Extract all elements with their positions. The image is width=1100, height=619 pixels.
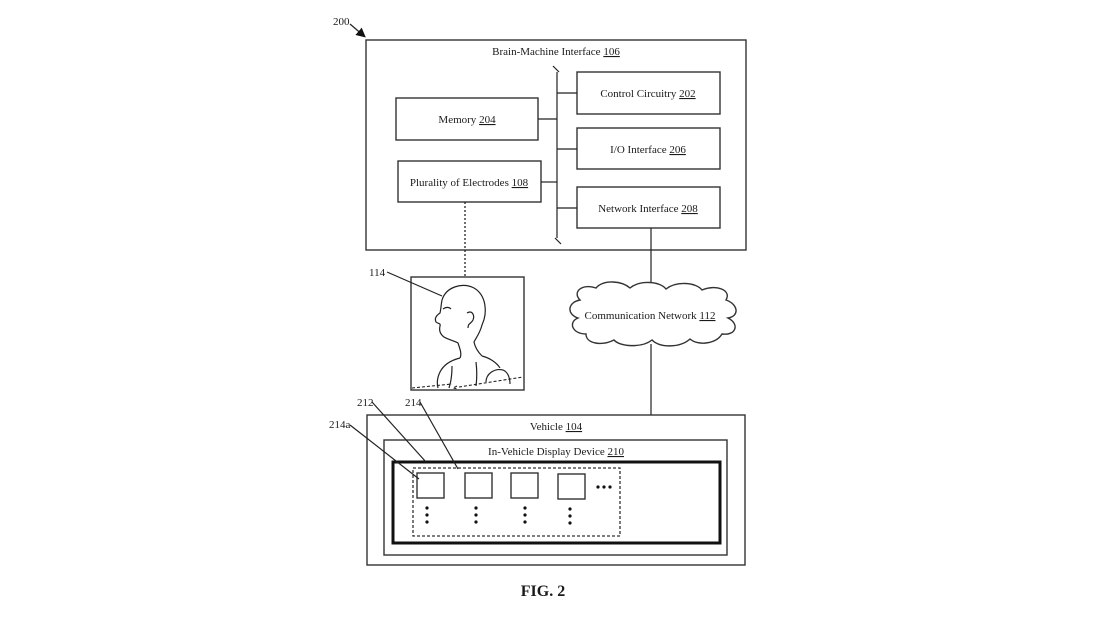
display-icon-2[interactable] <box>464 472 493 499</box>
bmi-title: Brain-Machine Interface 106 <box>492 46 620 58</box>
network-interface-label: Network Interface 208 <box>598 203 698 215</box>
control-circuitry-label: Control Circuitry 202 <box>600 88 695 100</box>
screen-ref-label: 212 <box>357 397 374 409</box>
screen-ref-leader <box>371 401 427 463</box>
horizontal-ellipsis-icon <box>596 485 612 489</box>
electrodes-box <box>397 160 542 203</box>
figure-ref-label: 200 <box>333 16 350 28</box>
icon-group-dashed <box>412 467 621 537</box>
group-ref-leader <box>419 401 459 470</box>
io-interface-label: I/O Interface 206 <box>610 144 686 156</box>
vertical-ellipsis-icons <box>425 506 572 525</box>
figure-ref-arrow <box>349 23 366 38</box>
display-icon-214a[interactable] <box>416 472 445 499</box>
memory-box <box>395 97 539 141</box>
item-ref-leader <box>349 424 420 480</box>
electrodes-label: Plurality of Electrodes 108 <box>410 177 529 189</box>
figure-caption: FIG. 2 <box>521 583 565 600</box>
user-head-icon <box>434 284 511 389</box>
display-icon-3[interactable] <box>510 472 539 499</box>
cloud-icon <box>569 281 737 347</box>
memory-label: Memory 204 <box>438 114 496 126</box>
network-interface-box <box>576 186 721 229</box>
io-interface-box <box>576 127 721 170</box>
display-screen <box>391 460 722 545</box>
bus-break-top <box>552 65 560 73</box>
display-icon-4[interactable] <box>557 473 586 500</box>
display-device-title: In-Vehicle Display Device 210 <box>488 446 624 458</box>
item-ref-label: 214a <box>329 419 351 431</box>
network-label: Communication Network 112 <box>585 310 716 322</box>
user-ref-leader <box>386 271 443 297</box>
bus-break-bottom <box>554 237 562 245</box>
vehicle-title: Vehicle 104 <box>530 421 583 433</box>
user-ref-label: 114 <box>369 267 386 279</box>
group-ref-label: 214 <box>405 397 422 409</box>
user-seat-dashes <box>411 376 524 390</box>
control-circuitry-box <box>576 71 721 115</box>
